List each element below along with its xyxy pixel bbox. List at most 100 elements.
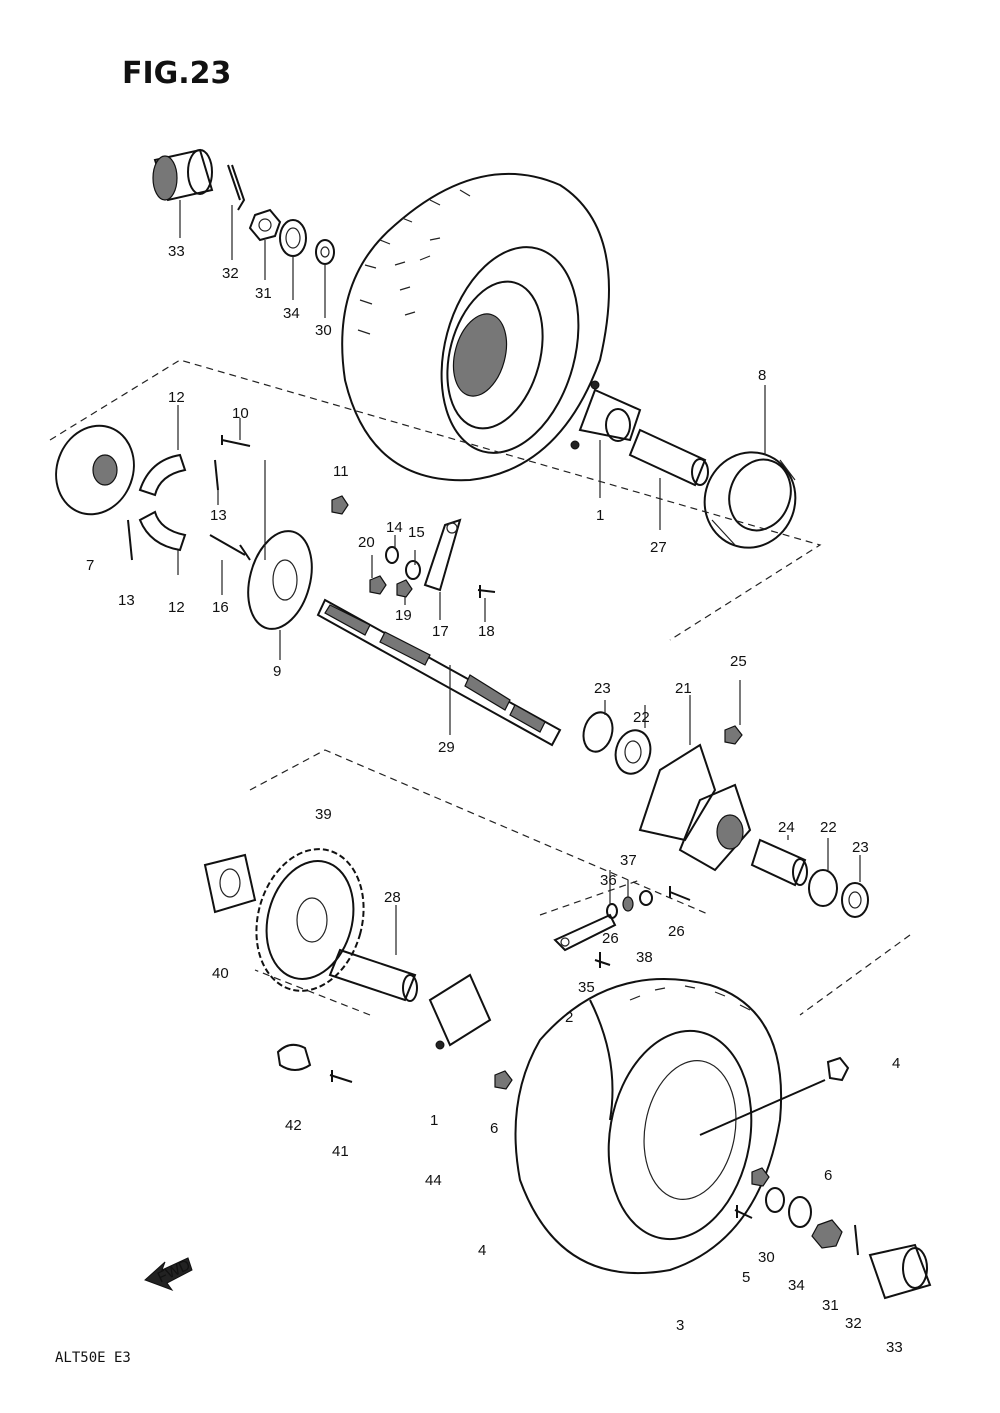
hub-flange-lower[interactable]	[428, 973, 492, 1050]
brake-panel[interactable]	[238, 524, 322, 636]
callout-12: 12	[168, 389, 185, 406]
callout-14: 14	[386, 519, 403, 536]
bearing-holder[interactable]	[638, 743, 752, 872]
wheel-nut-6a[interactable]	[494, 1070, 513, 1090]
sprocket-hub[interactable]	[203, 853, 257, 914]
tire-lower[interactable]	[514, 978, 783, 1275]
hub-cap-upper[interactable]	[152, 148, 214, 202]
callout-32: 32	[845, 1315, 862, 1332]
callout-18: 18	[478, 623, 495, 640]
callout-5: 5	[742, 1269, 750, 1286]
callout-1: 1	[596, 507, 604, 524]
nut-36[interactable]	[622, 896, 634, 912]
wheel-nut-6b[interactable]	[751, 1167, 770, 1187]
cotter-pin-lower[interactable]	[854, 1224, 859, 1256]
washer-cam[interactable]	[405, 560, 421, 580]
tire-upper[interactable]	[341, 172, 610, 482]
brake-drum[interactable]	[691, 440, 808, 561]
callout-19: 19	[395, 607, 412, 624]
callout-38: 38	[636, 949, 653, 966]
lock-plate[interactable]	[276, 1043, 312, 1071]
bearing-inner[interactable]	[611, 726, 655, 777]
lower-spacer[interactable]	[788, 1196, 812, 1228]
callout-15: 15	[408, 524, 425, 541]
oil-seal-inner[interactable]	[579, 709, 616, 755]
model-code: ALT50E E3	[55, 1350, 131, 1366]
bearing-spacer[interactable]	[750, 838, 808, 887]
o-ring[interactable]	[385, 546, 399, 564]
bolt-holder[interactable]	[724, 725, 743, 745]
washer-upper[interactable]	[315, 239, 335, 265]
callout-33: 33	[168, 243, 185, 260]
sprocket-bolt[interactable]	[329, 1070, 353, 1083]
hub-spacer-upper[interactable]	[628, 428, 709, 487]
callout-13: 13	[210, 507, 227, 524]
chain-adjuster[interactable]	[553, 913, 617, 952]
callout-25: 25	[730, 653, 747, 670]
castle-nut-upper[interactable]	[248, 208, 282, 242]
callout-31: 31	[255, 285, 272, 302]
sprocket-assembly-boundary	[249, 749, 711, 916]
arm-bolt[interactable]	[477, 585, 496, 598]
hub-cap-lower[interactable]	[868, 1243, 932, 1300]
valve-stem[interactable]	[699, 1079, 826, 1136]
brake-cam[interactable]	[209, 534, 251, 561]
callout-8: 8	[758, 367, 766, 384]
brake-bolt[interactable]	[221, 435, 251, 447]
shoe-spring-right[interactable]	[214, 459, 219, 491]
brake-shoe-lower[interactable]	[138, 510, 187, 552]
oil-seal-outer[interactable]	[841, 882, 869, 918]
callout-labels: 33 32 31 34 30 8 1 27 12 10 11 14 15 20 …	[86, 243, 903, 1356]
callout-16: 16	[212, 599, 229, 616]
shoe-spring-left[interactable]	[127, 519, 133, 561]
forward-label: FWD	[155, 1257, 193, 1287]
bolt-26[interactable]	[669, 886, 691, 901]
castle-nut-lower[interactable]	[811, 1219, 843, 1249]
callout-10: 10	[232, 405, 249, 422]
callout-23: 23	[594, 680, 611, 697]
bolt-35[interactable]	[594, 952, 611, 968]
callout-26: 26	[602, 930, 619, 947]
bolt-38[interactable]	[639, 890, 653, 906]
callout-26: 26	[668, 923, 685, 940]
brake-arm[interactable]	[423, 518, 462, 592]
callout-35: 35	[578, 979, 595, 996]
callout-13: 13	[118, 592, 135, 609]
sprocket-spacer[interactable]	[328, 948, 418, 1002]
callout-37: 37	[620, 852, 637, 869]
callout-4: 4	[478, 1242, 486, 1259]
panel-nut[interactable]	[331, 495, 349, 515]
callout-4: 4	[892, 1055, 900, 1072]
callout-39: 39	[315, 806, 332, 823]
forward-arrow-icon	[144, 1257, 193, 1292]
lower-stud[interactable]	[734, 1205, 753, 1219]
callout-30: 30	[315, 322, 332, 339]
hub-flange-upper[interactable]	[570, 380, 642, 450]
bearing-spacer-upper[interactable]	[279, 219, 307, 257]
callout-36: 36	[600, 872, 617, 889]
callout-2: 2	[565, 1009, 573, 1026]
callout-32: 32	[222, 265, 239, 282]
rear-sprocket[interactable]	[241, 837, 379, 1003]
callout-40: 40	[212, 965, 229, 982]
brake-shoe-upper[interactable]	[138, 453, 187, 497]
callout-30: 30	[758, 1249, 775, 1266]
callout-28: 28	[384, 889, 401, 906]
nut-small[interactable]	[396, 579, 413, 598]
callout-41: 41	[332, 1143, 349, 1160]
callout-1: 1	[430, 1112, 438, 1129]
rear-axle[interactable]	[316, 598, 562, 747]
callout-3: 3	[676, 1317, 684, 1334]
boundary-lower	[254, 879, 911, 1016]
wheel-nut-4a[interactable]	[826, 1056, 850, 1082]
callout-29: 29	[438, 739, 455, 756]
callout-34: 34	[283, 305, 300, 322]
lower-washer[interactable]	[765, 1187, 785, 1213]
callout-20: 20	[358, 534, 375, 551]
callout-22: 22	[820, 819, 837, 836]
cotter-pin-upper[interactable]	[227, 164, 246, 211]
brake-panel-cover[interactable]	[44, 415, 146, 526]
callout-33: 33	[886, 1339, 903, 1356]
nut-cam[interactable]	[369, 575, 387, 595]
bearing-outer[interactable]	[808, 869, 838, 907]
